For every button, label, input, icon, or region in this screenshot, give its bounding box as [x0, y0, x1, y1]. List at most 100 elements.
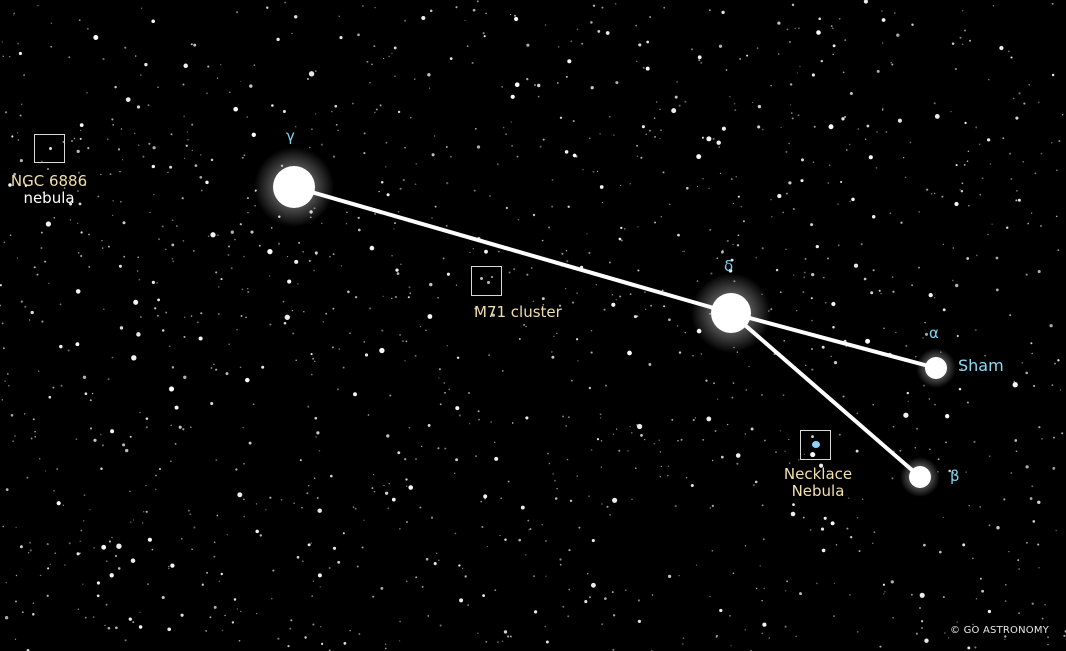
background-star [446, 345, 448, 347]
m71-marker[interactable] [471, 266, 502, 296]
background-star [83, 494, 86, 497]
background-star [595, 284, 597, 286]
background-star [316, 431, 320, 435]
background-star [1034, 172, 1037, 175]
background-star [716, 257, 719, 260]
background-star [140, 74, 142, 76]
background-star [402, 340, 404, 343]
background-star [234, 238, 236, 241]
background-star [933, 102, 936, 105]
background-star [182, 240, 185, 242]
background-star [811, 273, 815, 277]
background-star [684, 331, 687, 334]
star-delta[interactable] [691, 273, 771, 353]
background-star [200, 312, 203, 315]
background-star [220, 572, 223, 576]
background-star [955, 164, 958, 167]
star-beta[interactable] [900, 457, 940, 497]
background-star [60, 384, 63, 387]
background-star [102, 57, 105, 61]
background-star [958, 387, 962, 391]
background-star [696, 185, 699, 188]
background-star [802, 516, 805, 519]
background-star [415, 162, 418, 165]
background-star [1, 399, 4, 401]
background-star [962, 543, 966, 547]
background-star [511, 422, 514, 424]
background-star [191, 123, 194, 126]
background-star [311, 128, 313, 131]
background-star [243, 154, 246, 157]
background-star [588, 137, 591, 140]
background-star [458, 414, 461, 417]
background-star [328, 567, 331, 569]
background-star [151, 164, 155, 169]
background-star [349, 629, 352, 632]
background-star [366, 60, 369, 63]
background-star [302, 251, 304, 253]
background-star [750, 427, 754, 431]
background-star [654, 221, 657, 224]
background-star [247, 290, 250, 294]
background-star [987, 609, 992, 614]
background-star [469, 251, 471, 254]
background-star [683, 250, 685, 252]
background-star [777, 21, 781, 25]
background-star [565, 250, 568, 252]
star-gamma[interactable] [254, 147, 334, 227]
background-star [1030, 342, 1033, 345]
background-star [10, 414, 14, 417]
background-star [4, 111, 8, 114]
background-star [104, 624, 106, 627]
background-star [14, 600, 18, 603]
background-star [661, 289, 664, 292]
background-star [109, 173, 112, 176]
background-star [373, 45, 376, 48]
ngc6886-marker[interactable] [34, 134, 65, 163]
background-star [1012, 97, 1015, 100]
background-star [455, 6, 458, 9]
background-star [505, 133, 507, 136]
background-star [659, 476, 661, 478]
background-star [48, 395, 52, 399]
background-star [911, 23, 914, 26]
background-star [629, 293, 632, 296]
background-star [389, 394, 392, 397]
background-star [915, 427, 919, 430]
background-star [864, 138, 867, 140]
necklace-marker[interactable] [800, 430, 831, 460]
background-star [559, 116, 563, 119]
background-star [101, 239, 103, 242]
background-star [784, 590, 787, 592]
background-star [999, 45, 1004, 51]
background-star [518, 338, 521, 340]
background-star [230, 230, 234, 234]
background-star [816, 582, 818, 585]
background-star [810, 297, 813, 300]
background-star [121, 159, 124, 161]
background-star [746, 54, 749, 57]
background-star [287, 279, 292, 284]
background-star [476, 0, 479, 3]
background-star [1051, 2, 1054, 5]
background-star [169, 165, 173, 169]
background-star [0, 284, 2, 287]
background-star [849, 594, 851, 596]
background-star [354, 296, 358, 299]
background-star [883, 327, 885, 330]
background-star [919, 592, 925, 598]
background-star [761, 128, 764, 131]
background-star [147, 537, 152, 542]
background-star [167, 627, 172, 632]
background-star [489, 195, 491, 197]
background-star [2, 525, 5, 528]
background-star [716, 398, 719, 400]
star-alpha[interactable] [916, 348, 956, 388]
background-star [608, 115, 611, 118]
background-star [660, 216, 662, 218]
background-star [828, 124, 834, 130]
background-star [77, 171, 80, 174]
background-star [402, 179, 405, 182]
background-star [404, 19, 407, 22]
background-star [745, 388, 748, 391]
